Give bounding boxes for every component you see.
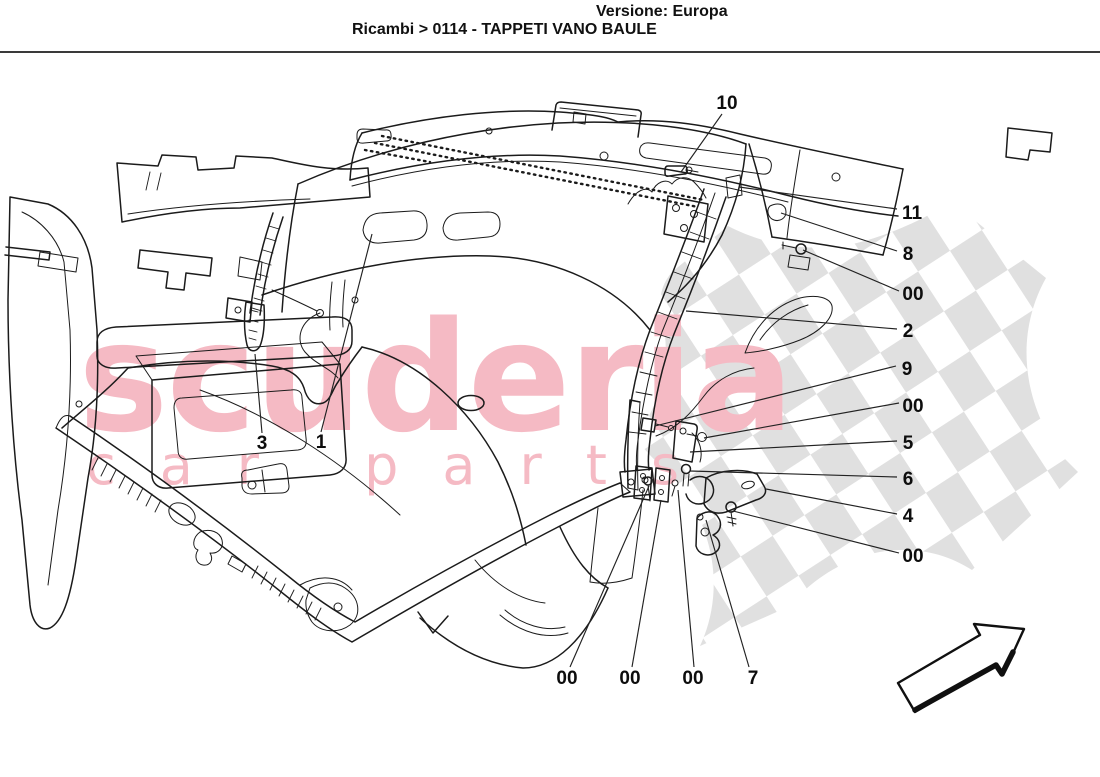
callout-leader-line-00-6 xyxy=(703,402,900,439)
callout-leader-line-00-10 xyxy=(732,510,900,554)
callout-label-8-2: 8 xyxy=(903,244,914,265)
callout-label-6-8: 6 xyxy=(903,469,914,490)
callout-leader-line-11-1 xyxy=(738,186,898,210)
callout-leader-line-00-3 xyxy=(802,249,900,292)
callout-leader-line-8-2 xyxy=(780,212,898,252)
callout-leader-line-00-13 xyxy=(569,485,650,668)
callout-leader-line-00-14 xyxy=(631,499,662,668)
checkered-flag-watermark xyxy=(636,202,1078,646)
callout-leader-line-1-12 xyxy=(320,233,373,433)
left-pillar-trim xyxy=(225,212,339,379)
callout-label-7-16: 7 xyxy=(748,668,759,689)
trunk-carpets-drawing xyxy=(4,101,1053,669)
carpet-back-wall xyxy=(261,121,747,331)
callout-label-1-12: 1 xyxy=(316,432,327,453)
bracket-cluster xyxy=(626,399,767,556)
breadcrumb: Ricambi > 0114 - TAPPETI VANO BAULE xyxy=(352,21,657,38)
callout-leader-line-4-9 xyxy=(765,488,898,515)
callout-leader-line-6-8 xyxy=(689,470,898,478)
screw-fastener-upper xyxy=(781,241,807,255)
callout-label-00-15: 00 xyxy=(682,668,703,689)
rear-shelf-panel xyxy=(349,101,1053,217)
callout-label-10-0: 10 xyxy=(716,93,737,114)
callout-leader-line-2-4 xyxy=(685,310,898,330)
callout-label-9-5: 9 xyxy=(902,359,913,380)
storage-box xyxy=(96,316,353,489)
callout-leader-line-9-5 xyxy=(654,365,897,427)
callout-label-00-6: 00 xyxy=(902,396,923,417)
callout-leader-line-00-15 xyxy=(677,489,695,668)
clip-fastener-10 xyxy=(664,165,699,177)
header-divider xyxy=(0,51,1100,53)
left-side-panel xyxy=(4,196,213,630)
callout-leader-line-7-16 xyxy=(705,519,750,668)
callout-label-00-13: 00 xyxy=(556,668,577,689)
callout-label-00-14: 00 xyxy=(619,668,640,689)
callout-label-11-1: 11 xyxy=(902,203,923,224)
callout-label-00-10: 00 xyxy=(902,546,923,567)
flag-shape xyxy=(636,202,1078,646)
callout-label-4-9: 4 xyxy=(903,506,914,527)
callout-layer: 10 11 8 00 2 9 00 5 6 4 00 3 1 00 00 00 7 xyxy=(254,93,924,689)
callout-label-00-3: 00 xyxy=(902,284,923,305)
callout-leader-line-10-0 xyxy=(680,113,723,173)
callout-leader-line-3-11 xyxy=(254,353,263,434)
trunk-carpet-mat xyxy=(55,346,644,669)
direction-arrow xyxy=(896,622,1026,714)
direction-arrow-shadow xyxy=(912,649,1016,713)
right-pillar-trim xyxy=(619,174,833,498)
callout-label-3-11: 3 xyxy=(257,433,268,454)
callout-label-5-7: 5 xyxy=(903,433,914,454)
callout-label-2-4: 2 xyxy=(903,321,914,342)
version-label: Versione: Europa xyxy=(596,3,728,20)
front-shelf-strip xyxy=(116,154,371,223)
callout-leader-line-5-7 xyxy=(689,440,898,453)
scuderia-watermark: scuderia car parts xyxy=(78,289,794,497)
